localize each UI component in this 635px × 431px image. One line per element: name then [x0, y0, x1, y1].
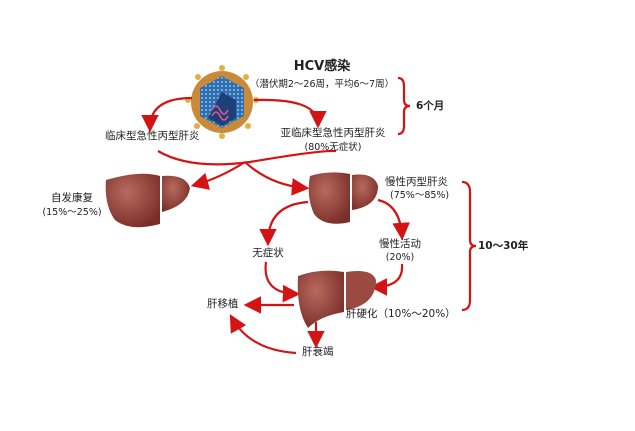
failure-label: 肝衰竭 [302, 346, 334, 358]
acute-subclinical-label: 亚临床型急性丙型肝炎 [280, 127, 386, 139]
arrow-to-chronic [244, 161, 310, 196]
chronic-active-percent: (20%) [385, 252, 415, 263]
brace-10-30-years [461, 180, 477, 312]
chronic-percent: (75%～85%) [390, 190, 450, 201]
chronic-active-label: 慢性活动 [379, 238, 421, 250]
arrow-to-clinical [141, 96, 193, 133]
arrow-to-recovery [190, 161, 246, 190]
arrow-to-active [377, 198, 410, 241]
arrows [141, 96, 410, 355]
liver-healthy-icon [105, 173, 190, 228]
liver-cirrhosis-icon [297, 270, 376, 328]
arrow-asymptomatic-to-cirrhosis [264, 261, 301, 303]
acute-clinical-label: 临床型急性丙型肝炎 [105, 130, 200, 142]
phase2-duration: 10～30年 [478, 240, 529, 252]
diagram-title: HCV感染 [293, 59, 351, 74]
liver-chronic-icon [308, 172, 378, 224]
arrow-failure-to-transplant [229, 314, 297, 355]
arrow-to-asymptomatic [259, 200, 309, 247]
brace-6-months [397, 76, 411, 136]
arrow-active-to-cirrhosis [369, 263, 404, 296]
cirrhosis-label: 肝硬化（10%～20%） [346, 308, 456, 320]
phase1-duration: 6个月 [416, 100, 445, 112]
arrow-merge [157, 149, 337, 166]
subclinical-note: (80%无症状) [304, 142, 362, 153]
incubation-label: （潜伏期2～26周，平均6～7周） [249, 79, 395, 90]
recovery-percent: (15%～25%) [42, 207, 102, 218]
asymptomatic-label: 无症状 [252, 247, 284, 259]
chronic-label: 慢性丙型肝炎 [385, 176, 448, 188]
recovery-label: 自发康复 [51, 192, 93, 204]
arrow-to-subclinical [253, 98, 327, 129]
hcv-virus-icon [185, 65, 259, 139]
transplant-label: 肝移植 [207, 298, 239, 310]
